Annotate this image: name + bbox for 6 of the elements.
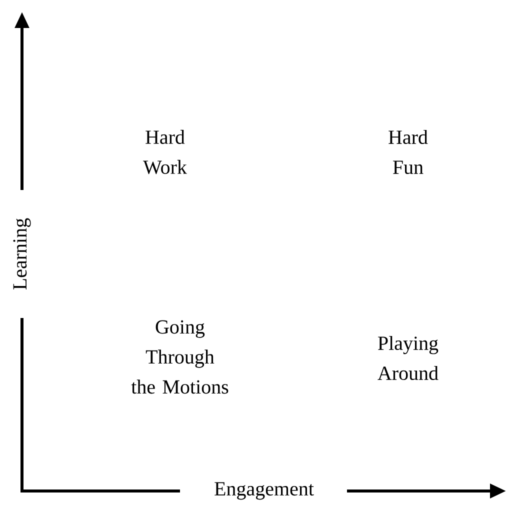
quadrant-label: Playing Around (378, 336, 438, 380)
axis-label: Engagement (214, 482, 314, 500)
quadrant-label: Hard Work (143, 130, 187, 174)
axis-label: Learning (13, 218, 31, 290)
quadrant-label: Hard Fun (388, 130, 428, 174)
quadrant-label: Going Through the Motions (131, 320, 228, 394)
